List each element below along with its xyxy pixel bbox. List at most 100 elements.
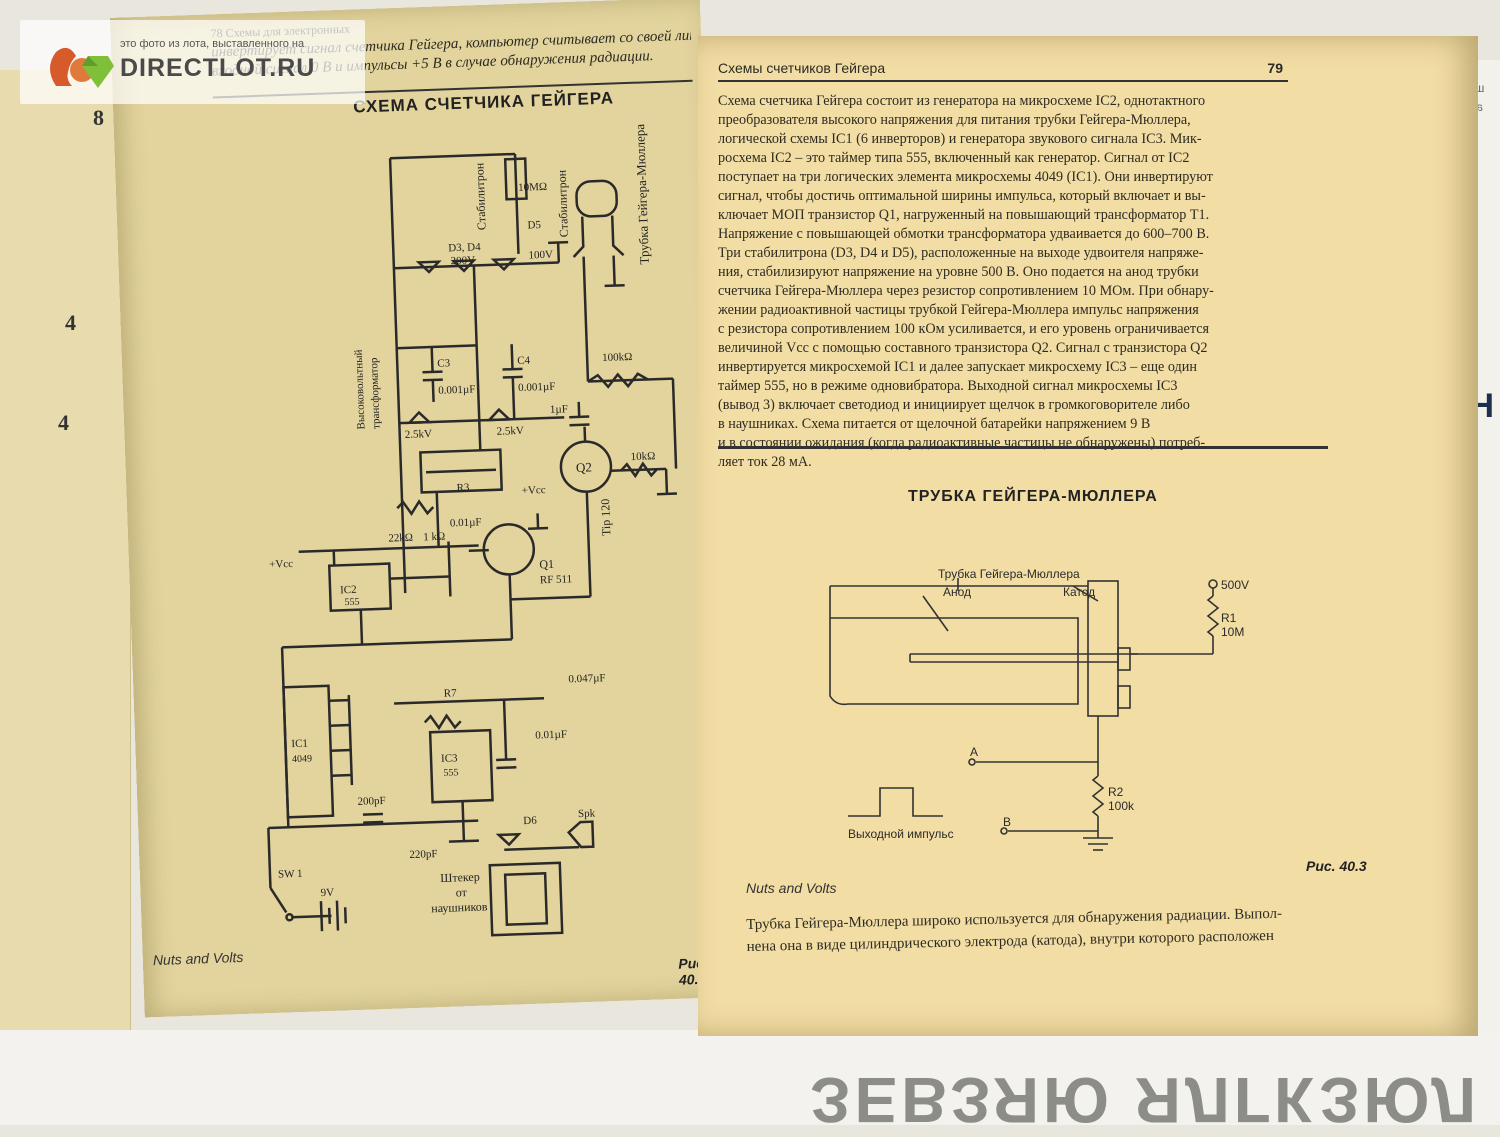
body-line: ния, стабилизируют напряжение на уровне … [718,264,1199,280]
body-line: логической схемы IC1 (6 инверторов) и ге… [718,131,1202,147]
label-t1b: трансформатор [368,357,382,429]
label-c8: 200pF [357,795,386,808]
schematic-title: СХЕМА СЧЕТЧИКА ГЕЙГЕРА [352,88,615,117]
tube-label: Трубка Гейгера-Мюллера [938,567,1080,581]
label-c3v: 0.001µF [438,383,476,396]
label-d5v: 100V [528,249,553,262]
body-line: в наушниках. Схема питается от щелочной … [718,416,1151,432]
label-c1: 0.01µF [450,516,482,529]
body-line: ключает МОП транзистор Q1, нагруженный н… [718,207,1210,223]
cathode-label: Катод [1063,585,1095,599]
label-r6: 10kΩ [630,450,655,463]
section-rule [718,446,1328,449]
label-stab2: Стабилитрон [555,169,571,237]
geiger-tube-diagram: Трубка Гейгера-Мюллера Анод Катод 500V R… [829,567,1249,851]
label-r1: 22kΩ [388,532,413,545]
label-r3: R3 [456,482,470,494]
stack-number: 4 [58,410,69,435]
body-line: инвертируется микросхемой IC1 и далее за… [718,359,1197,375]
label-r2: 1 kΩ [423,531,445,544]
label-bat: 9V [320,887,334,899]
label-sw: SW 1 [278,868,303,881]
label-d3d4: D3, D4 [448,241,481,254]
body-line: с резистора сопротивлением 100 кОм усили… [718,321,1210,337]
label-c5: 1µF [550,403,568,416]
tube-labels: Трубка Гейгера-Мюллера Анод Катод 500V R… [848,567,1249,841]
body-line: жении радиоактивной частицы трубкой Гейг… [718,302,1199,318]
geiger-counter-schematic: 10MΩ Стабилитрон Стабилитрон D3, D4 200V… [267,123,678,937]
r1-label: R1 [1221,611,1237,625]
tube-body [829,578,1220,851]
body-line: и в состоянии ожидания (когда радиоактив… [718,435,1206,451]
output-pulse-label: Выходной импульс [848,827,954,841]
label-q1: Q1 [539,557,554,572]
label-t1: Высоковольтный [353,349,368,429]
footer-text: Трубка Гейгера-Мюллера широко использует… [746,901,1387,958]
tube-and-amplifier [510,179,678,601]
power-section [267,827,564,937]
label-ic2: IC2 [340,584,357,597]
label-tube: Трубка Гейгера-Мюллера [632,123,652,264]
terminal-b: B [1003,815,1011,829]
body-line: счетчика Гейгера-Мюллера через резистор … [718,283,1214,299]
body-text: Схема счетчика Гейгера состоит из генера… [718,92,1293,472]
squirrel-logo-icon [50,47,114,88]
r1-value: 10M [1221,625,1244,639]
label-ic1v: 4049 [292,753,312,765]
body-line: сигнал, чтобы достичь оптимальной ширины… [718,188,1206,204]
body-line: Три стабилитрона (D3, D4 и D5), располож… [718,245,1204,261]
schematic-labels: 10MΩ Стабилитрон Стабилитрон D3, D4 200V… [269,123,656,915]
label-vcc2: +Vcc [269,558,293,571]
book-left-page: 78 Схемы для электронных инвертирует сиг… [110,0,735,1018]
right-source: Nuts and Volts [746,880,837,896]
page-number: 79 [1267,60,1283,76]
anode-label: Анод [943,585,971,599]
label-d1: 2.5kV [405,428,433,441]
body-line: росхема IC2 – это таймер типа 555, включ… [718,150,1190,166]
r2-label: R2 [1108,785,1124,799]
label-tip: Tip 120 [598,499,613,537]
body-line: Схема счетчика Гейгера состоит из генера… [718,93,1206,109]
label-vcc1: +Vcc [522,484,546,497]
label-ic3v: 555 [443,767,458,779]
label-d5: D5 [527,219,541,231]
right-page-header: Схемы счетчиков Гейгера 79 [718,60,1283,76]
label-plug3: наушников [431,899,488,915]
label-c4: C4 [517,355,531,367]
label-q2: Q2 [576,459,592,475]
right-figure-caption: Рис. 40.3 [1306,858,1367,874]
label-c6: 0.047µF [568,672,606,685]
background-newspaper-bottom: ЗЕВЗЯЮ ЯЛГКЗЮЛ [0,1030,1500,1136]
left-page-stack: 8 4 4 [0,70,131,1070]
label-d2: 2.5kV [496,425,524,438]
label-c2: 0.01µF [535,728,567,741]
body-line: таймер 555, но в режиме одновибратора. В… [718,378,1178,394]
label-ic3: IC3 [441,752,458,765]
label-ic1: IC1 [291,738,308,751]
body-line: Напряжение с повышающей обмотки трансфор… [718,226,1210,242]
label-plug1: Штекер [440,870,480,885]
label-stab1: Стабилитрон [472,162,488,230]
body-line: (вывод 3) включает светодиод и инициируе… [718,397,1190,413]
stack-number: 4 [65,310,76,335]
label-r7: R7 [444,687,458,699]
running-head: Схемы счетчиков Гейгера [718,60,886,76]
label-r5: 100kΩ [602,351,633,364]
label-spk: Spk [578,808,596,821]
label-c4v: 0.001µF [518,381,556,394]
stack-number: 8 [93,105,104,130]
tube-diagram-title: ТРУБКА ГЕЙГЕРА-МЮЛЛЕРА [908,488,1158,505]
label-d3d4v: 200V [450,254,475,267]
body-line: преобразователя высокого напряжения для … [718,112,1191,128]
label-c3: C3 [437,357,451,369]
watermark-brand: DIRECTLOT.RU [120,54,316,82]
logic-and-audio-section [268,684,595,851]
label-r4: 10MΩ [518,181,547,194]
voltage-label: 500V [1221,578,1249,592]
label-d6: D6 [523,815,537,827]
watermark-caption: это фото из лота, выставленного на [120,38,305,50]
left-source: Nuts and Volts [152,948,244,969]
label-c7: 220pF [409,848,438,861]
header-rule [718,80,1288,82]
hv-stack [388,152,569,594]
